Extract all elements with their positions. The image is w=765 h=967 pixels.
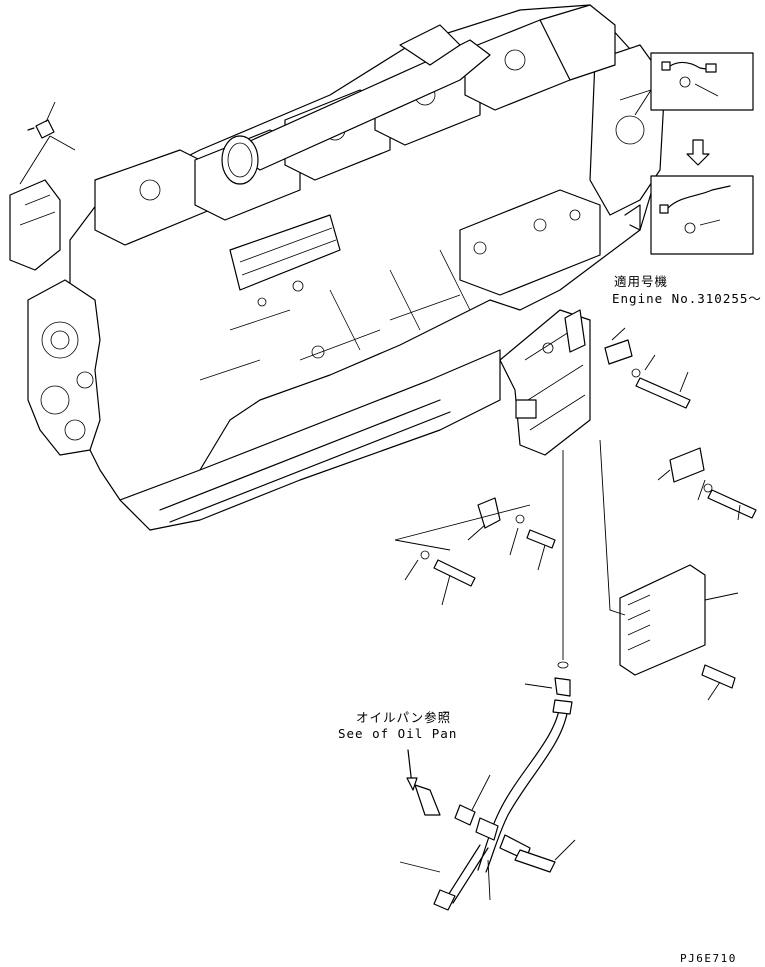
harness-inset-new [625, 176, 753, 254]
oil-pan-note-en: See of Oil Pan [338, 726, 457, 741]
sensor-top-left [20, 102, 75, 184]
oil-line-assembly [400, 450, 575, 910]
drawing-code: PJ6E710 [680, 952, 737, 965]
ecm-bracket [500, 310, 590, 455]
oil-pan-arrowhead [407, 778, 417, 790]
engine-number-note: Engine No.310255～ [612, 291, 762, 306]
bolt-lower-left [395, 505, 530, 605]
oil-pan-note-jp: オイルパン参照 [356, 710, 451, 725]
sensor-lower [468, 498, 555, 570]
engine-block [10, 5, 665, 530]
harness-inset-old [620, 53, 753, 115]
ecm-controller [600, 440, 738, 700]
bracket-bolts-right [605, 328, 756, 520]
applicable-note-jp: 適用号機 [614, 274, 668, 289]
direction-arrow [687, 140, 709, 165]
